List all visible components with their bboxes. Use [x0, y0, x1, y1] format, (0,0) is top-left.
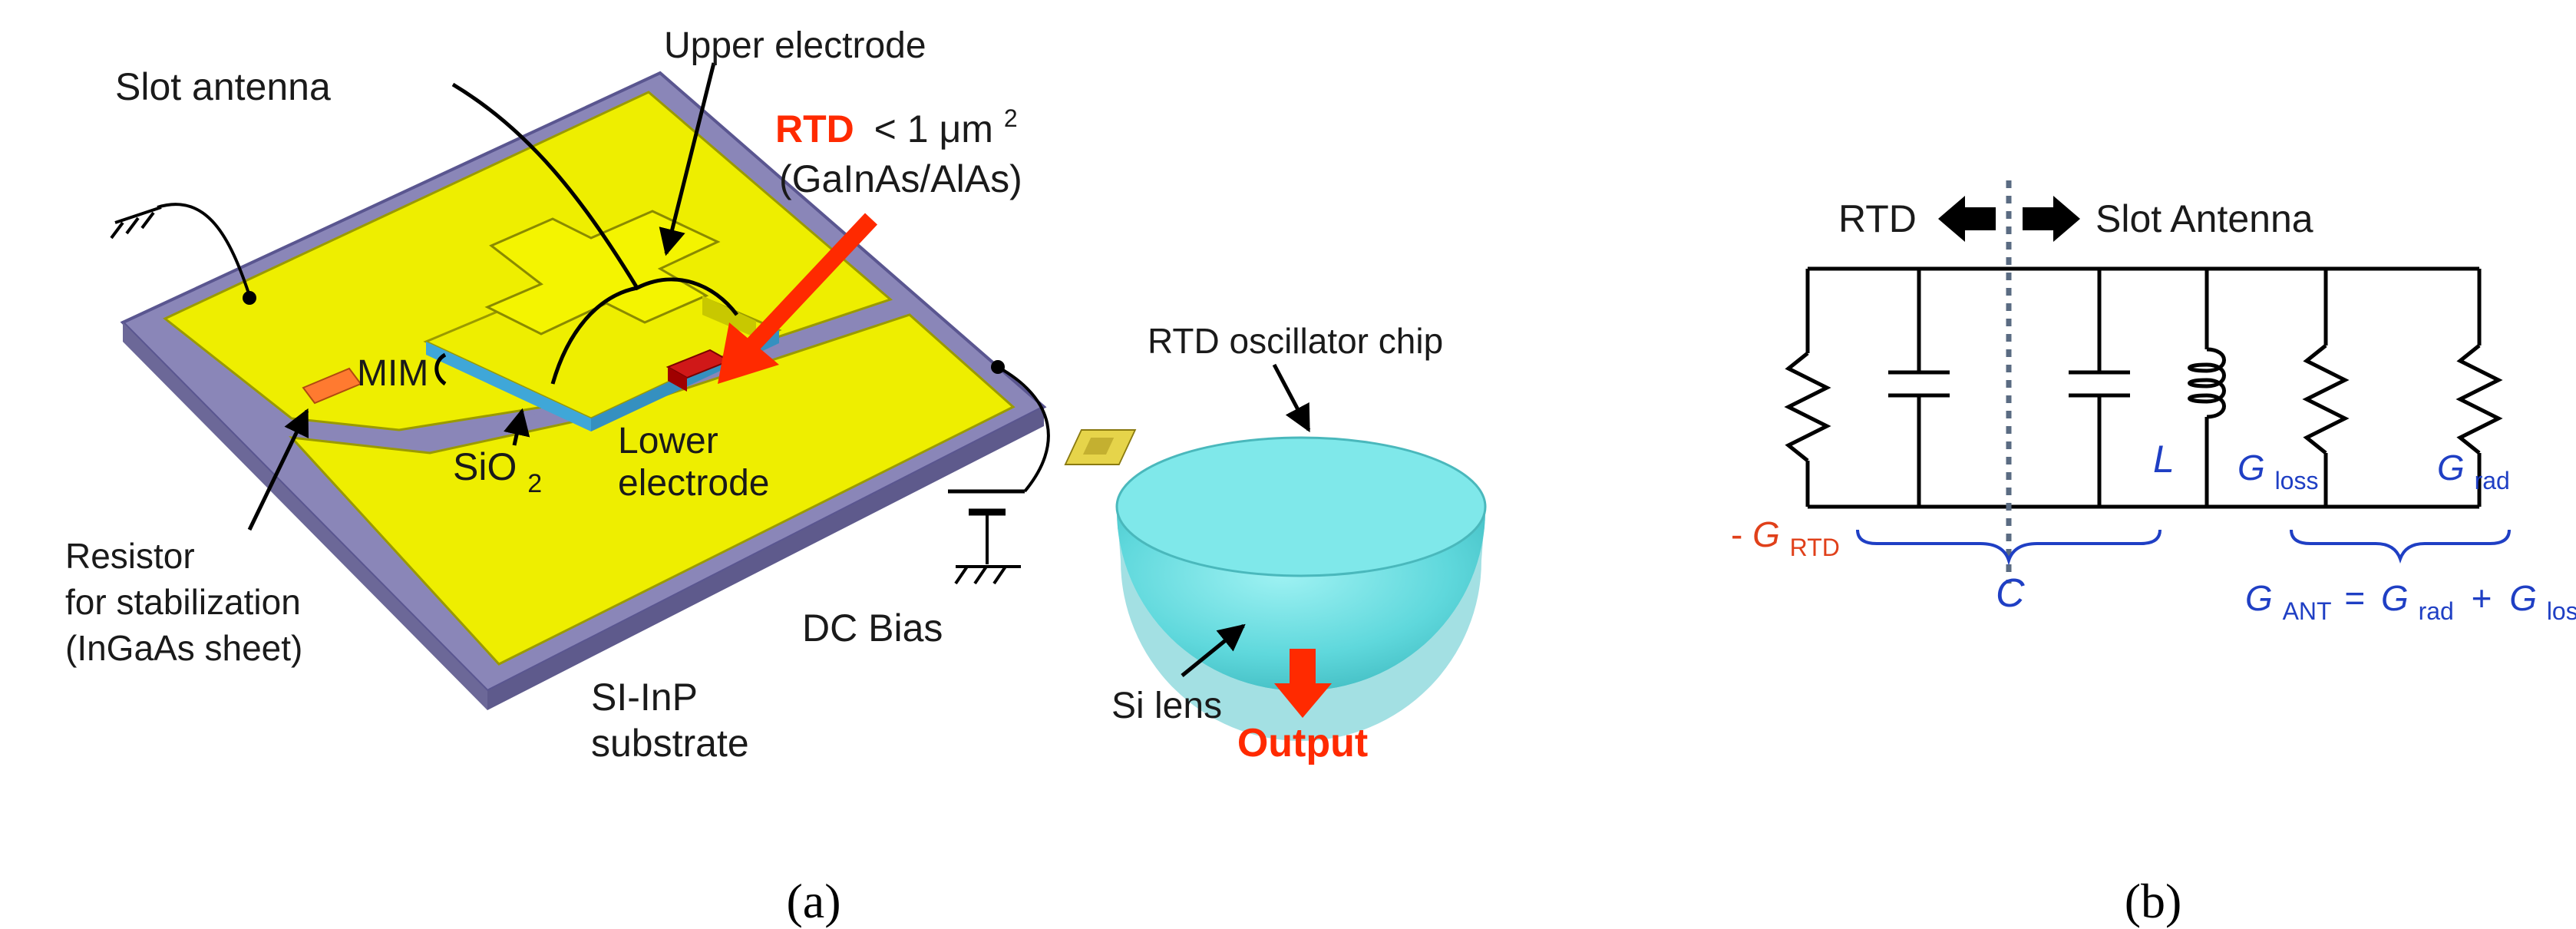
mim-label: MIM: [357, 353, 428, 394]
grad-label: G rad: [2437, 448, 2510, 494]
neg-sign: -: [1731, 514, 1742, 554]
output-arrow-head: [1274, 683, 1332, 718]
gloss-label: G loss: [2237, 448, 2318, 494]
dc-bias-label: DC Bias: [802, 607, 943, 650]
panel-a: Slot antenna Upper electrode RTD < 1 μm …: [65, 25, 1487, 928]
upper-electrode-tab: [702, 296, 756, 338]
chip-label: RTD oscillator chip: [1148, 321, 1443, 361]
c-label: C: [1996, 571, 2025, 616]
rtd-size-sup: 2: [1004, 104, 1018, 132]
ground-icon: [110, 206, 162, 240]
lens-arrow: [1181, 623, 1246, 677]
caption-b: (b): [2125, 874, 2182, 928]
gant-equation: G ANT = G rad + G loss: [2245, 578, 2576, 627]
chip-core: [1082, 438, 1115, 455]
bias-wire: [997, 365, 1050, 493]
substrate-label-2: substrate: [591, 722, 749, 765]
gant-loss-g: G: [2509, 578, 2537, 618]
slot-antenna-label: Slot antenna: [115, 65, 331, 108]
gloss-g: G: [2237, 448, 2265, 488]
gant-rad-g: G: [2381, 578, 2409, 618]
lens-top-face: [1115, 436, 1487, 577]
gant-rad-sub: rad: [2419, 597, 2454, 625]
rtd-arrow-head: [718, 322, 779, 384]
panel-b-labels: RTD Slot Antenna - G RTD C L G loss G ra…: [1731, 197, 2576, 627]
gant-eq: =: [2344, 578, 2365, 618]
grad-sub: rad: [2475, 467, 2510, 494]
grtd-sub: RTD: [1790, 534, 1840, 561]
bias-pad: [289, 313, 1016, 666]
rtd-arrow: [741, 213, 878, 355]
rtd-side-label: RTD: [1838, 197, 1917, 240]
slot-antenna-leader-2: [550, 286, 638, 385]
battery-icon: [948, 489, 1025, 564]
output-arrow-shaft: [1290, 649, 1316, 687]
gant-plus: +: [2472, 578, 2492, 618]
resistor-label-3: (InGaAs sheet): [65, 628, 302, 668]
lens-side-left: [1117, 511, 1485, 741]
inductor-icon: [2188, 347, 2226, 419]
sio2-layer: [426, 342, 591, 431]
substrate-edge-right: [487, 407, 1044, 710]
rtd-label: RTD: [775, 107, 854, 150]
si-lens: [1064, 429, 1487, 741]
resistor-sheet: [302, 367, 362, 405]
resistor-arrow: [247, 408, 309, 531]
resistor-label-1: Resistor: [65, 536, 195, 576]
panel-b: [1784, 180, 2511, 584]
gant-g: G: [2245, 578, 2273, 618]
lower-electrode-label-1: Lower: [618, 421, 718, 461]
sio2-text: SiO: [453, 445, 517, 488]
neg-grtd-label: - G RTD: [1731, 514, 1840, 561]
l-label: L: [2153, 438, 2175, 481]
c-brace: [1856, 529, 2162, 566]
gant-brace: [2290, 529, 2511, 564]
caption-a: (a): [786, 874, 841, 928]
upper-electrode-arrow: [659, 62, 716, 256]
sio2-label: SiO 2: [453, 445, 542, 498]
resistor-label-2: for stabilization: [65, 582, 301, 622]
rtd-material-label: (GaInAs/AlAs): [779, 157, 1022, 200]
mim-brace: [434, 352, 447, 386]
chip-arrow: [1272, 363, 1311, 433]
sio2-arrow: [504, 408, 530, 446]
grad-resistor-icon: [2455, 344, 2503, 455]
rtd-size-label: RTD < 1 μm 2: [775, 104, 1018, 150]
substrate-label-1: SI-InP: [591, 676, 698, 719]
substrate-edge: [123, 322, 487, 710]
grad-g: G: [2437, 448, 2465, 488]
upper-electrode-label: Upper electrode: [664, 25, 926, 66]
ground-dot: [243, 291, 256, 305]
arrow-left-icon: [1938, 196, 1996, 242]
lens-label: Si lens: [1111, 686, 1222, 726]
gant-sub: ANT: [2283, 597, 2332, 625]
ground-wire: [157, 203, 251, 296]
arrow-right-icon: [2023, 196, 2080, 242]
sio2-sub: 2: [527, 469, 542, 498]
output-label: Output: [1237, 721, 1368, 765]
slot-antenna-side-label: Slot Antenna: [2095, 197, 2313, 240]
grtd-g: G: [1752, 514, 1780, 554]
gant-loss-sub: loss: [2547, 597, 2576, 625]
lower-electrode-label-2: electrode: [618, 463, 769, 504]
rtd-mesa-side: [668, 367, 687, 392]
bias-ground-icon: [954, 565, 1021, 585]
rtd-resistor-icon: [1784, 352, 1831, 462]
slot-antenna-leader: [451, 82, 738, 316]
gloss-sub: loss: [2275, 467, 2319, 494]
rtd-size-value: < 1 μm: [874, 107, 993, 150]
gloss-resistor-icon: [2302, 344, 2350, 455]
